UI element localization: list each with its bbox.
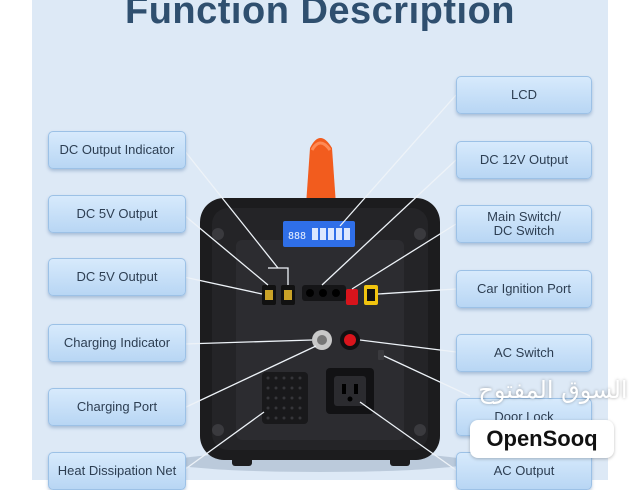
label-main-switch: Main Switch/ DC Switch bbox=[456, 205, 592, 243]
opensooq-watermark: السوق المفتوح OpenSooq bbox=[470, 376, 636, 472]
label-dc-12v-output: DC 12V Output bbox=[456, 141, 592, 179]
label-main-switch-line1: Main Switch/ bbox=[487, 208, 561, 224]
power-station-illustration: 888 bbox=[170, 94, 471, 472]
label-car-ignition-port: Car Ignition Port bbox=[456, 270, 592, 308]
carry-handle bbox=[306, 138, 336, 205]
label-ac-switch: AC Switch bbox=[456, 334, 592, 372]
watermark-brand: OpenSooq bbox=[470, 420, 614, 458]
label-main-switch-line2: DC Switch bbox=[493, 223, 555, 238]
lcd-readout: 888 bbox=[288, 231, 306, 242]
page-title: Function Description bbox=[125, 0, 515, 32]
main-switch bbox=[346, 289, 358, 305]
label-charging-indicator: Charging Indicator bbox=[48, 324, 186, 362]
door-lock bbox=[378, 350, 384, 360]
lcd-screen bbox=[283, 221, 355, 247]
label-charging-port: Charging Port bbox=[48, 388, 186, 426]
watermark-arabic-text: السوق المفتوح bbox=[478, 376, 628, 404]
label-dc-5v-output-2: DC 5V Output bbox=[48, 258, 186, 296]
label-heat-dissipation-net: Heat Dissipation Net bbox=[48, 452, 186, 490]
label-lcd: LCD bbox=[456, 76, 592, 114]
label-dc-5v-output-1: DC 5V Output bbox=[48, 195, 186, 233]
label-dc-output-indicator: DC Output Indicator bbox=[48, 131, 186, 169]
leader-lines bbox=[183, 94, 471, 471]
